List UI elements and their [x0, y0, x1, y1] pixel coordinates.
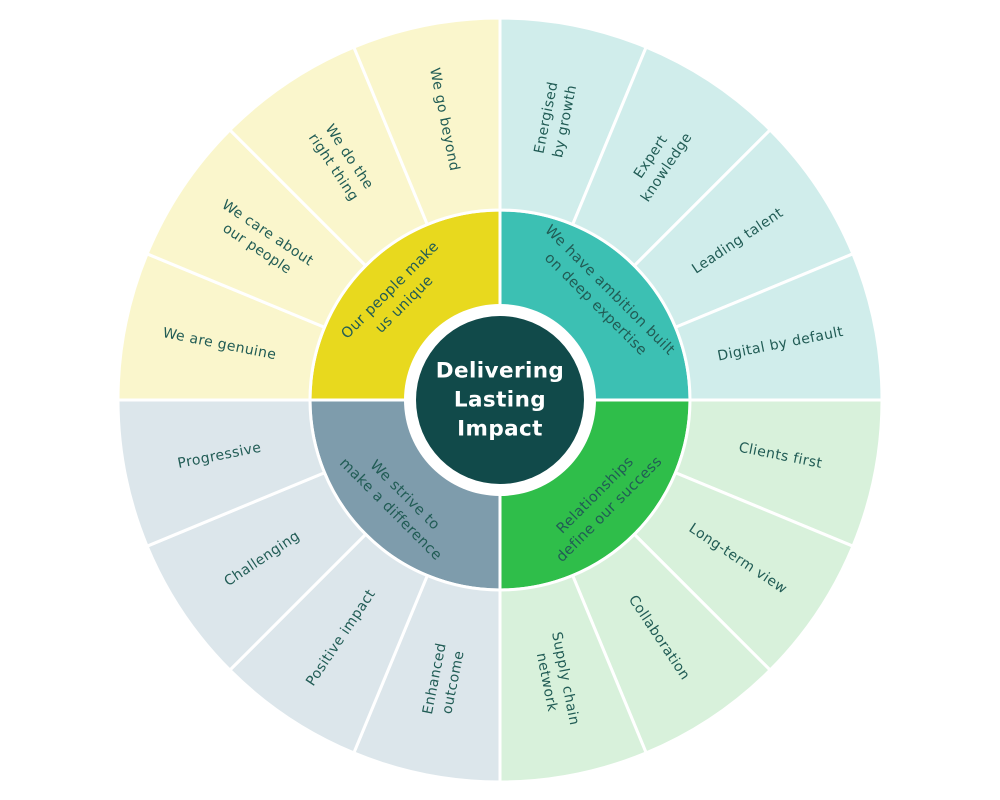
segment-supply-chain-network	[498, 574, 648, 784]
segment-challenging	[145, 471, 368, 672]
segment-we-care-about-our-people	[145, 128, 368, 329]
segment-digital-by-default	[674, 252, 884, 402]
segment-we-go-beyond	[352, 16, 502, 226]
svg-text:Delivering: Delivering	[436, 359, 564, 384]
segment-energised-by-growth	[498, 16, 648, 226]
segment-progressive	[116, 398, 326, 548]
svg-text:Lasting: Lasting	[454, 388, 546, 413]
center-title: Delivering Lasting Impact	[436, 359, 564, 442]
center-circle	[416, 316, 584, 484]
segment-enhanced-outcome	[352, 574, 502, 784]
segment-we-do-the-right-thing	[228, 45, 429, 268]
svg-text:Impact: Impact	[457, 417, 543, 442]
segment-clients-first	[674, 398, 884, 548]
segment-leading-talent	[632, 128, 855, 329]
segment-we-are-genuine	[116, 252, 326, 402]
segment-collaboration	[571, 532, 772, 755]
segment-long-term-view	[632, 471, 855, 672]
segment-positive-impact	[228, 532, 429, 755]
segment-expert-knowledge	[571, 45, 772, 268]
